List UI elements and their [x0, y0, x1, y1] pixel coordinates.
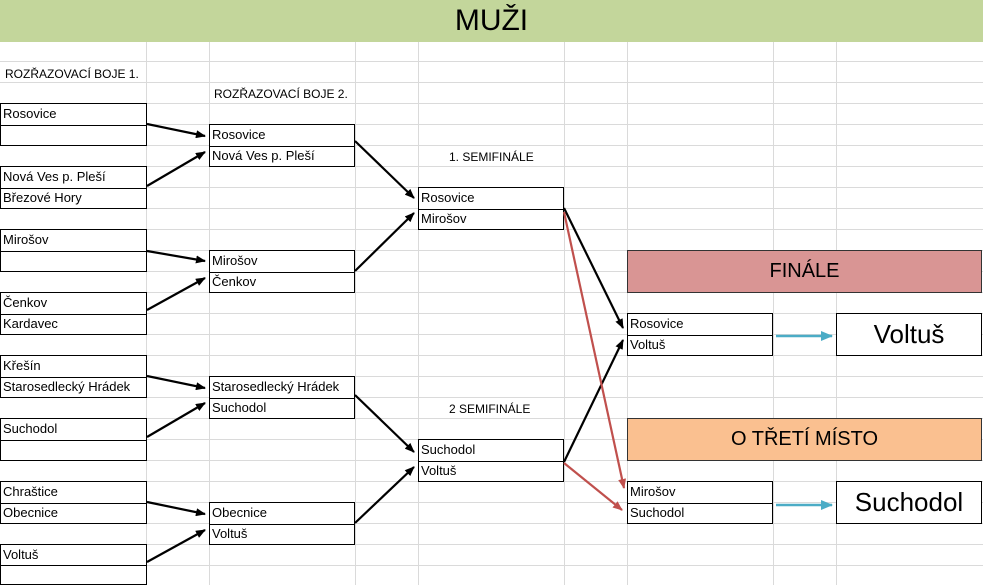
cell-divider: [210, 145, 354, 147]
third-place-winner: Suchodol: [854, 487, 964, 517]
team-slot[interactable]: [1, 440, 146, 460]
semi2-label: 2 SEMIFINÁLE: [449, 402, 531, 416]
team-slot[interactable]: [1, 125, 146, 145]
round1-match-7[interactable]: Chraštice Obecnice: [0, 481, 147, 524]
cell-divider: [1, 187, 146, 189]
final-header-label: FINÁLE: [769, 260, 840, 282]
third-place-match[interactable]: Mirošov Suchodol: [627, 481, 773, 524]
round1-match-3[interactable]: Mirošov: [0, 229, 147, 272]
final-header: FINÁLE: [627, 250, 982, 293]
team-slot[interactable]: Rosovice: [3, 106, 57, 121]
team-slot[interactable]: Mirošov: [630, 484, 676, 499]
team-slot[interactable]: Voltuš: [421, 463, 457, 478]
cell-divider: [1, 439, 146, 441]
team-slot[interactable]: Nová Ves p. Pleší: [3, 169, 106, 184]
semifinal-1[interactable]: Rosovice Mirošov: [418, 187, 564, 230]
final-winner-box[interactable]: Voltuš: [836, 313, 982, 356]
cell-divider: [1, 250, 146, 252]
team-slot[interactable]: [1, 251, 146, 271]
team-slot[interactable]: Suchodol: [421, 442, 476, 457]
semi1-label: 1. SEMIFINÁLE: [449, 150, 534, 164]
team-slot[interactable]: Rosovice: [421, 190, 475, 205]
team-slot[interactable]: Březové Hory: [3, 190, 82, 205]
team-slot[interactable]: Křešín: [3, 358, 41, 373]
cell-divider: [628, 334, 772, 336]
team-slot[interactable]: Rosovice: [630, 316, 684, 331]
team-slot[interactable]: Mirošov: [3, 232, 49, 247]
round1-match-8[interactable]: Voltuš: [0, 544, 147, 585]
round2-match-1[interactable]: Rosovice Nová Ves p. Pleší: [209, 124, 355, 167]
title-banner: MUŽI: [0, 0, 983, 42]
team-slot[interactable]: Suchodol: [3, 421, 58, 436]
team-slot[interactable]: Starosedlecký Hrádek: [3, 379, 131, 394]
team-slot[interactable]: Suchodol: [212, 400, 267, 415]
cell-divider: [1, 564, 146, 566]
round1-match-5[interactable]: Křešín Starosedlecký Hrádek: [0, 355, 147, 398]
team-slot[interactable]: Čenkov: [3, 295, 48, 310]
cell-divider: [210, 523, 354, 525]
team-slot[interactable]: Mirošov: [421, 211, 467, 226]
final-match[interactable]: Rosovice Voltuš: [627, 313, 773, 356]
round1-match-4[interactable]: Čenkov Kardavec: [0, 292, 147, 335]
cell-divider: [210, 271, 354, 273]
cell-divider: [419, 208, 563, 210]
round2-match-3[interactable]: Starosedlecký Hrádek Suchodol: [209, 376, 355, 419]
cell-divider: [628, 502, 772, 504]
team-slot[interactable]: Nová Ves p. Pleší: [212, 148, 315, 163]
team-slot[interactable]: Obecnice: [3, 505, 58, 520]
round1-match-1[interactable]: Rosovice: [0, 103, 147, 146]
third-place-winner-box[interactable]: Suchodol: [836, 481, 982, 524]
team-slot[interactable]: Suchodol: [630, 505, 685, 520]
team-slot[interactable]: Obecnice: [212, 505, 267, 520]
team-slot[interactable]: Chraštice: [3, 484, 58, 499]
final-winner: Voltuš: [873, 319, 945, 349]
cell-divider: [1, 313, 146, 315]
cell-divider: [1, 376, 146, 378]
round2-match-4[interactable]: Obecnice Voltuš: [209, 502, 355, 545]
team-slot[interactable]: Voltuš: [212, 526, 248, 541]
round2-match-2[interactable]: Mirošov Čenkov: [209, 250, 355, 293]
cell-divider: [1, 502, 146, 504]
semifinal-2[interactable]: Suchodol Voltuš: [418, 439, 564, 482]
cell-divider: [210, 397, 354, 399]
team-slot[interactable]: Mirošov: [212, 253, 258, 268]
team-slot[interactable]: Kardavec: [3, 316, 58, 331]
team-slot[interactable]: Voltuš: [3, 547, 39, 562]
cell-divider: [419, 460, 563, 462]
team-slot[interactable]: Rosovice: [212, 127, 266, 142]
team-slot[interactable]: [1, 564, 146, 584]
team-slot[interactable]: Starosedlecký Hrádek: [212, 379, 340, 394]
round1-match-2[interactable]: Nová Ves p. Pleší Březové Hory: [0, 166, 147, 209]
team-slot[interactable]: Voltuš: [630, 337, 666, 352]
third-place-header-label: O TŘETÍ MÍSTO: [730, 428, 879, 450]
round1-match-6[interactable]: Suchodol: [0, 418, 147, 461]
team-slot[interactable]: Čenkov: [212, 274, 257, 289]
round1-label: ROZŘAZOVACÍ BOJE 1.: [5, 67, 139, 81]
round2-label: ROZŘAZOVACÍ BOJE 2.: [214, 87, 348, 101]
cell-divider: [1, 124, 146, 126]
third-place-header: O TŘETÍ MÍSTO: [627, 418, 982, 461]
page-title: MUŽI: [454, 4, 529, 37]
